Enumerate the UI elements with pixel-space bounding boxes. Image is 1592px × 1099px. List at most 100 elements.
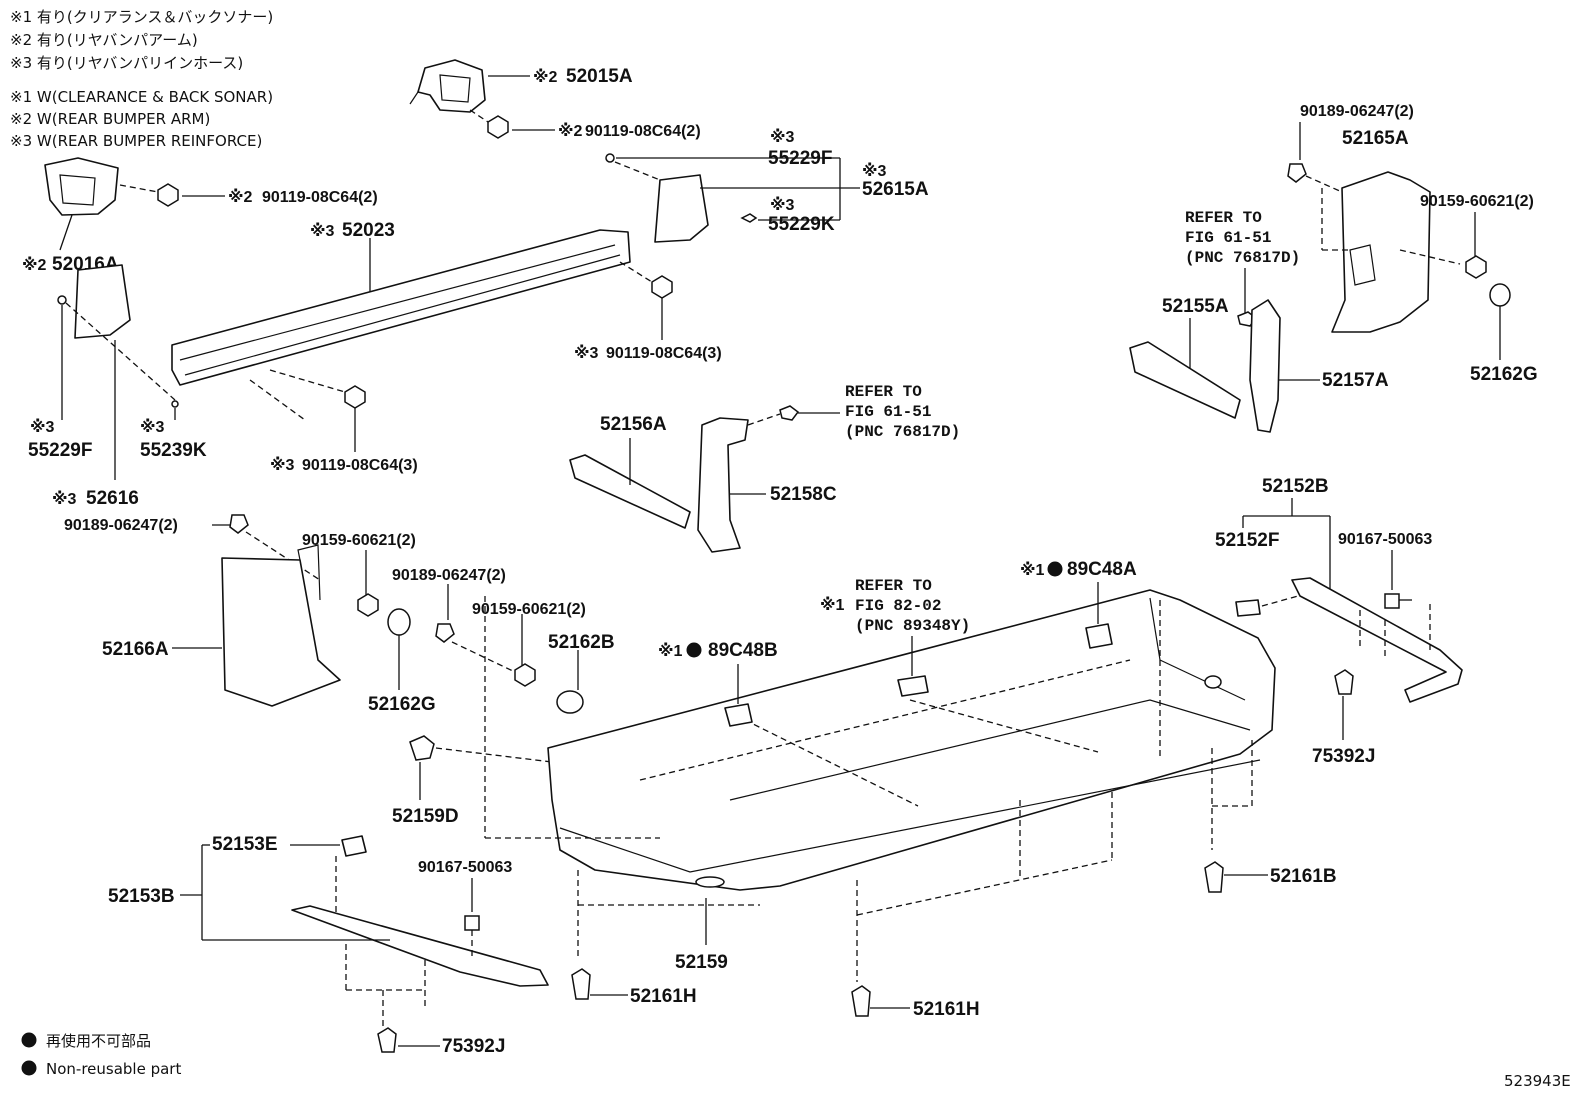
mark-55229F-b: ※3 [30,418,55,436]
mark-52016A: ※2 [22,256,47,274]
clip-90167-lower [464,878,480,960]
ref-1-line3: (PNC 76817D) [845,423,960,441]
mark-90119-left: ※2 [228,188,253,206]
mark-52015A: ※2 [533,68,558,86]
mark-90119-3b: ※3 [270,456,295,474]
label-90119-08C64-3a: 90119-08C64(3) [606,345,722,362]
part-52152B-bracket [1242,498,1331,590]
part-52165A-drawing [1287,122,1461,333]
label-52153B: 52153B [108,886,175,907]
label-90119-08C64-3b: 90119-08C64(3) [302,457,418,474]
label-52616: 52616 [86,488,139,509]
label-55239K-a: 55229K [768,214,835,235]
part-52166A-drawing [172,514,341,707]
clip-52161B [1204,861,1268,893]
bolt-90159-left [357,550,411,690]
label-55229F-b: 55229F [28,440,92,461]
label-52615A: 52615A [862,179,929,200]
mark-90119-top: ※2 [558,122,583,140]
bolt-90119-top [469,109,555,139]
note-jp-2: ※2 有り(リヤバンパアーム) [10,31,198,49]
label-52023: 52023 [342,220,395,241]
label-90167-50063-a: 90167-50063 [1338,531,1432,548]
nonreusable-dot-89C48A [1047,561,1063,577]
mark-ref-3: ※1 [820,596,845,614]
label-90189-06247-b: 90189-06247(2) [392,567,506,584]
label-52155A: 52155A [1162,296,1229,317]
label-52152B: 52152B [1262,476,1329,497]
legend: 再使用不可部品 Non-reusable part [21,1032,181,1078]
legend-jp: 再使用不可部品 [46,1032,151,1050]
label-52159: 52159 [675,952,728,973]
label-90159-60621-b: 90159-60621(2) [472,601,586,618]
ref-2-line2: FIG 61-51 [1185,229,1271,247]
part-52158C-drawing [697,405,840,553]
part-52157A-drawing [1249,299,1320,433]
part-89C48A-drawing [1085,582,1113,649]
mark-90119-3a: ※3 [574,344,599,362]
label-75392J-b: 75392J [442,1036,505,1057]
part-52616-drawing [57,264,179,480]
part-52015A-drawing [409,59,530,113]
note-en-3: ※3 W(REAR BUMPER REINFORCE) [10,132,262,150]
figure-id: 523943E [1504,1072,1571,1090]
label-89C48A: 89C48A [1067,559,1137,580]
part-52159-bumper-cover [547,589,1276,945]
note-jp-1: ※1 有り(クリアランス＆バックソナー) [10,8,273,26]
label-90189-06247-c: 90189-06247(2) [1300,103,1414,120]
label-52156A: 52156A [600,414,667,435]
part-52152-moulding [1235,550,1463,740]
clip-52161H-a [571,968,628,1000]
bolts-90119-52023 [249,261,673,452]
clip-52161H-b [851,985,910,1017]
label-75392J-a: 75392J [1312,746,1375,767]
label-52015A: 52015A [566,66,633,87]
note-en-2: ※2 W(REAR BUMPER ARM) [10,110,210,128]
note-jp-3: ※3 有り(リヤバンパリインホース) [10,54,243,72]
label-52162G-b: 52162G [1470,364,1538,385]
ref-1-line1: REFER TO [845,383,922,401]
label-90119-08C64-2b: 90119-08C64(2) [262,189,378,206]
mark-52023: ※3 [310,222,335,240]
legend-en: Non-reusable part [46,1060,181,1078]
label-52165A: 52165A [1342,128,1409,149]
label-52159D: 52159D [392,806,459,827]
condition-notes: ※1 有り(クリアランス＆バックソナー) ※2 有り(リヤバンパアーム) ※3 … [10,8,273,150]
part-52156A-drawing [569,438,691,529]
label-55239K-b: 55239K [140,440,207,461]
mark-55239K-b: ※3 [140,418,165,436]
label-52157A: 52157A [1322,370,1389,391]
label-52162B: 52162B [548,632,615,653]
label-89C48B: 89C48B [708,640,778,661]
label-90189-06247-a: 90189-06247(2) [64,517,178,534]
ref-3-line3: (PNC 89348Y) [855,617,970,635]
ref-1-line2: FIG 61-51 [845,403,931,421]
ref-2-line1: REFER TO [1185,209,1262,227]
label-52162G-a: 52162G [368,694,436,715]
part-52153-moulding [180,835,549,1053]
label-52158C: 52158C [770,484,837,505]
bolt-90159-right [1465,212,1511,360]
label-52152F: 52152F [1215,530,1279,551]
label-52161B: 52161B [1270,866,1337,887]
label-52166A: 52166A [102,639,169,660]
mark-55239K-a: ※3 [770,196,795,214]
part-52615A-drawing [605,153,860,243]
mark-89C48A: ※1 [1020,561,1045,579]
bolt-90119-left [119,183,225,207]
ref-3-line1: REFER TO [855,577,932,595]
label-90119-08C64-2a: 90119-08C64(2) [585,123,701,140]
mark-52615A: ※3 [862,162,887,180]
legend-dot-2 [21,1060,37,1076]
ref-3-line2: FIG 82-02 [855,597,941,615]
label-52161H-b: 52161H [913,999,980,1020]
mark-52616: ※3 [52,490,77,508]
fasteners-center-left [435,584,584,714]
part-52016A-drawing [44,157,119,251]
part-52155A-drawing [1129,318,1241,419]
label-90167-50063-b: 90167-50063 [418,859,512,876]
part-89348Y-drawing [897,675,929,697]
nonreusable-dot-89C48B [686,642,702,658]
label-55229F-a: 55229F [768,148,832,169]
